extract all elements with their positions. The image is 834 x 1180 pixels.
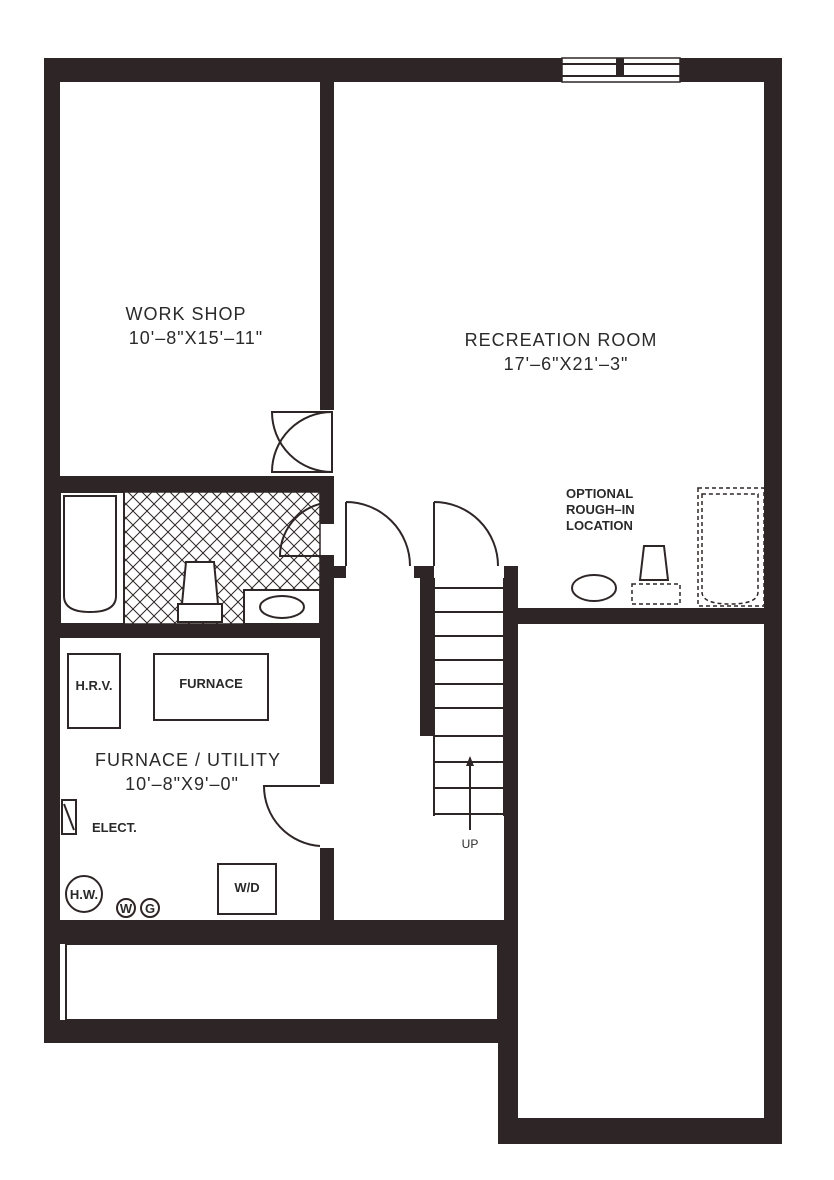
utility-fixtures — [61, 653, 277, 918]
furnace-label: FURNACE — [179, 676, 243, 691]
up-label: UP — [462, 837, 479, 851]
optional-rough-in — [571, 487, 765, 607]
furnace-utility-size: 10'–8"X9'–0" — [125, 774, 239, 794]
window — [561, 57, 681, 83]
furnace-utility-name: FURNACE / UTILITY — [95, 750, 281, 770]
recreation-room-name: RECREATION ROOM — [465, 330, 658, 350]
recreation-room-size: 17'–6"X21'–3" — [504, 354, 629, 374]
staircase — [433, 578, 505, 830]
hrv-label: H.R.V. — [75, 678, 112, 693]
optional-label-line3: LOCATION — [566, 518, 633, 533]
elect-label: ELECT. — [92, 820, 137, 835]
optional-label-line2: ROUGH–IN — [566, 502, 635, 517]
optional-label-line1: OPTIONAL — [566, 486, 633, 501]
storage-strip — [65, 943, 499, 1021]
g-label: G — [145, 901, 155, 916]
workshop-name: WORK SHOP — [125, 304, 246, 324]
bathroom — [59, 491, 321, 625]
w-label: W — [120, 901, 133, 916]
wd-label: W/D — [234, 880, 259, 895]
walls — [44, 58, 782, 1144]
workshop-size: 10'–8"X15'–11" — [129, 328, 263, 348]
hw-label: H.W. — [70, 887, 98, 902]
